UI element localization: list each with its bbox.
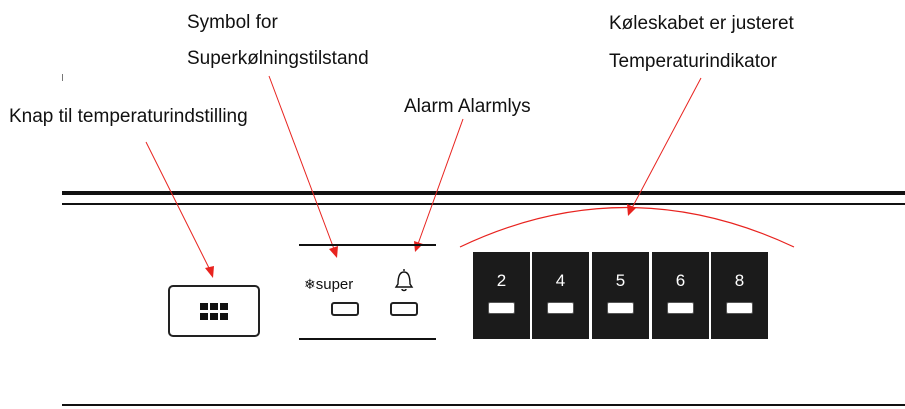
mid-panel-top-line xyxy=(299,244,436,246)
temp-value: 2 xyxy=(496,271,507,290)
arrowhead-alarm xyxy=(414,241,423,252)
temp-cell-4: 4 xyxy=(532,252,589,339)
temp-led xyxy=(607,302,634,314)
grid-icon xyxy=(200,303,228,321)
alarm-led xyxy=(390,302,418,316)
arrowhead-temp-indicator xyxy=(627,204,636,216)
temp-led xyxy=(726,302,753,314)
pointer-temp-button xyxy=(145,141,211,271)
super-text: super xyxy=(315,276,354,293)
temp-value: 4 xyxy=(555,271,566,290)
label-super-symbol-line2: Superkølningstilstand xyxy=(187,48,369,69)
label-temp-indicator-line1: Køleskabet er justeret xyxy=(609,13,794,34)
bell-icon xyxy=(394,269,414,292)
super-led xyxy=(331,302,359,316)
temp-cell-5: 5 xyxy=(592,252,649,339)
temp-value: 6 xyxy=(675,271,686,290)
pointer-super xyxy=(268,75,335,250)
temp-led xyxy=(488,302,515,314)
temp-value: 5 xyxy=(615,271,626,290)
temp-cell-2: 2 xyxy=(473,252,530,339)
super-symbol: ❄super xyxy=(304,276,353,293)
temp-led xyxy=(547,302,574,314)
snowflake-icon: ❄ xyxy=(304,276,316,292)
label-temp-indicator-line2: Temperaturindikator xyxy=(609,51,777,72)
temp-led xyxy=(667,302,694,314)
mid-panel-bottom-line xyxy=(299,338,436,340)
temperature-setting-button[interactable] xyxy=(168,285,260,337)
pointer-alarm xyxy=(417,118,464,245)
temperature-arc xyxy=(459,207,795,248)
temp-cell-6: 6 xyxy=(652,252,709,339)
margin-tick xyxy=(62,74,63,81)
label-alarm-light: Alarm Alarmlys xyxy=(404,96,531,117)
label-super-symbol-line1: Symbol for xyxy=(187,12,278,33)
temp-value: 8 xyxy=(734,271,745,290)
arrowhead-temp-button xyxy=(205,266,214,278)
temp-cell-8: 8 xyxy=(711,252,768,339)
pointer-temp-indicator xyxy=(631,77,702,209)
arrowhead-super xyxy=(329,246,338,258)
label-temperature-button: Knap til temperaturindstilling xyxy=(9,106,248,127)
